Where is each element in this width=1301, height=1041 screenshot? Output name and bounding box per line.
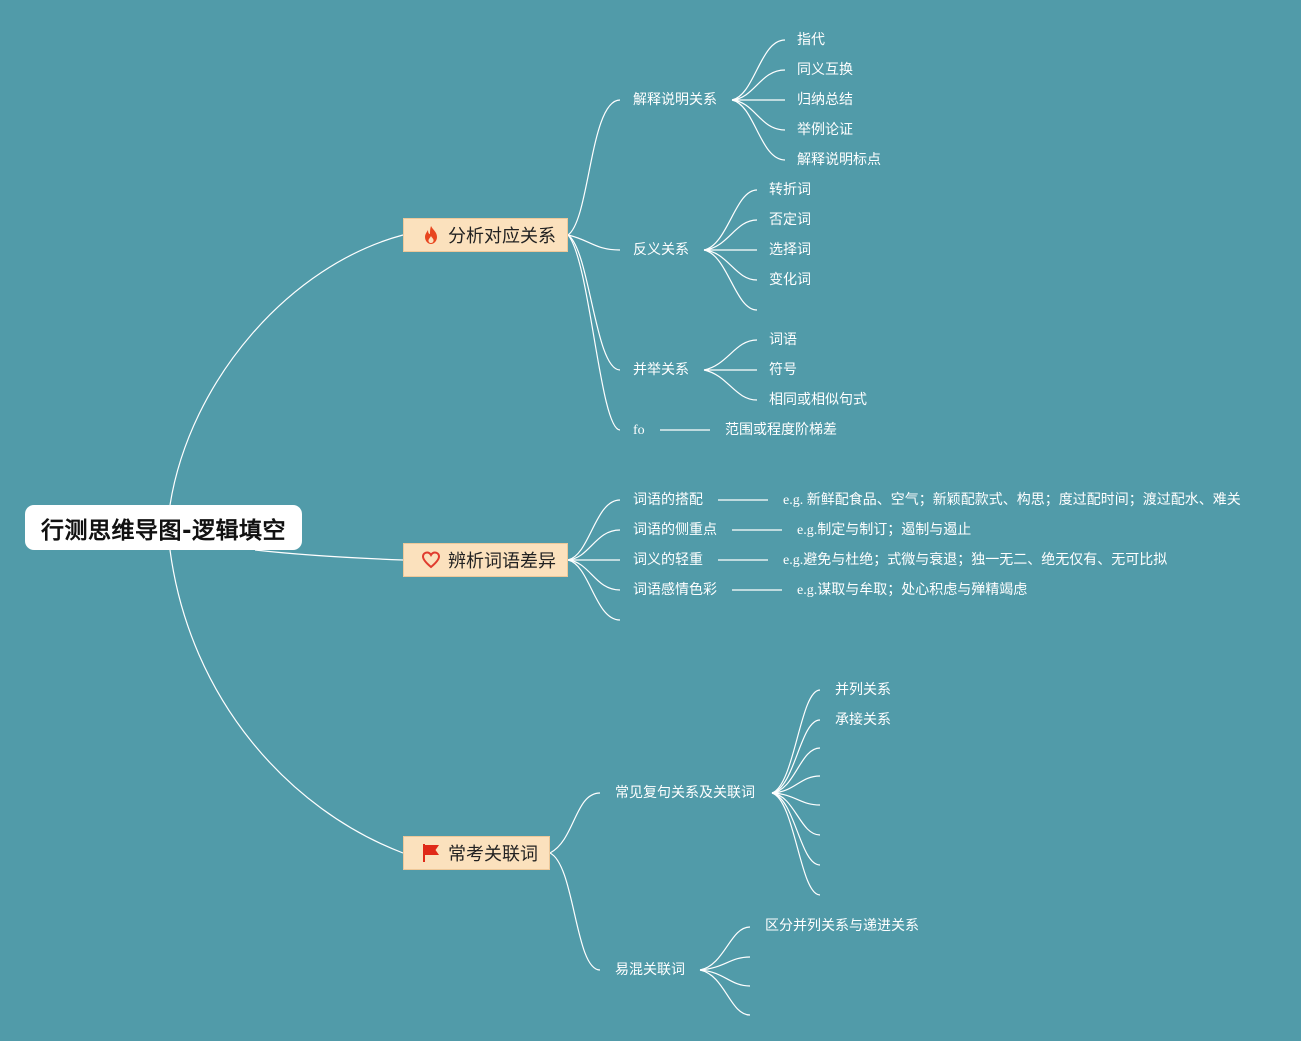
leaf-item[interactable]: 相同或相似句式 xyxy=(769,393,867,408)
branch-connectives[interactable]: 常考关联词 xyxy=(403,836,550,870)
leaf-item[interactable]: 变化词 xyxy=(769,273,811,288)
topic-antonym[interactable]: 反义关系 xyxy=(633,243,689,258)
branch-discern[interactable]: 辨析词语差异 xyxy=(403,543,568,577)
leaf-item[interactable]: 指代 xyxy=(797,33,825,48)
leaf-detail[interactable]: e.g. 新鲜配食品、空气；新颖配款式、构思；度过配时间；渡过配水、难关 xyxy=(783,493,1241,508)
topic-fo[interactable]: fo xyxy=(633,423,645,438)
leaf-item[interactable]: 解释说明标点 xyxy=(797,153,881,168)
topic-sentiment[interactable]: 词语感情色彩 xyxy=(633,583,717,598)
leaf-item[interactable]: 范围或程度阶梯差 xyxy=(725,423,837,438)
leaf-item[interactable]: 同义互换 xyxy=(797,63,853,78)
branch-connectives-label: 常考关联词 xyxy=(448,844,538,865)
leaf-detail[interactable]: e.g.制定与制订；遏制与遏止 xyxy=(797,523,972,538)
leaf-item[interactable]: 否定词 xyxy=(769,213,811,228)
leaf-item[interactable]: 归纳总结 xyxy=(797,93,853,108)
topic-emphasis[interactable]: 词语的侧重点 xyxy=(633,523,717,538)
leaf-item[interactable]: 符号 xyxy=(769,363,797,378)
root-title: 行测思维导图-逻辑填空 xyxy=(40,517,287,544)
root-node[interactable]: 行测思维导图-逻辑填空 xyxy=(25,505,302,550)
topic-explain[interactable]: 解释说明关系 xyxy=(633,93,717,108)
fire-icon xyxy=(420,224,442,246)
topic-confusing-connectives[interactable]: 易混关联词 xyxy=(615,963,685,978)
leaf-item[interactable]: 并列关系 xyxy=(835,683,891,698)
leaf-detail[interactable]: e.g.谋取与牟取；处心积虑与殚精竭虑 xyxy=(797,583,1028,598)
branch-discern-label: 辨析词语差异 xyxy=(448,551,556,572)
leaf-item[interactable]: 承接关系 xyxy=(835,713,891,728)
branch-analysis[interactable]: 分析对应关系 xyxy=(403,218,568,252)
topic-collocation[interactable]: 词语的搭配 xyxy=(633,493,703,508)
heart-icon xyxy=(420,549,442,571)
topic-common-connectives[interactable]: 常见复句关系及关联词 xyxy=(615,786,755,801)
leaf-item[interactable]: 词语 xyxy=(769,333,797,348)
leaf-item[interactable]: 选择词 xyxy=(769,243,811,258)
branch-analysis-label: 分析对应关系 xyxy=(448,226,556,247)
flag-icon xyxy=(420,842,442,864)
leaf-detail[interactable]: e.g.避免与杜绝；式微与衰退；独一无二、绝无仅有、无可比拟 xyxy=(783,553,1168,568)
leaf-item[interactable]: 举例论证 xyxy=(797,123,853,138)
topic-weight[interactable]: 词义的轻重 xyxy=(633,553,703,568)
topic-parallel[interactable]: 并举关系 xyxy=(633,363,689,378)
leaf-item[interactable]: 转折词 xyxy=(769,183,811,198)
leaf-item[interactable]: 区分并列关系与递进关系 xyxy=(765,919,919,934)
